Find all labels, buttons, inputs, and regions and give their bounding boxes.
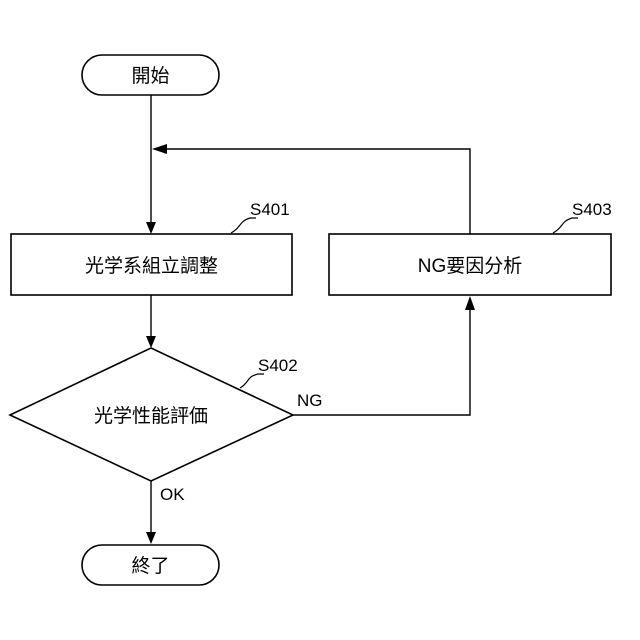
start-terminal: 開始 xyxy=(82,55,219,95)
end-terminal: 終了 xyxy=(82,545,219,585)
decision-optical-performance-label: 光学性能評価 xyxy=(94,405,208,427)
step-id-s401: S401 xyxy=(250,200,290,219)
process-assembly-adjustment-label: 光学系組立調整 xyxy=(85,255,218,277)
connector-analysis-loop-back xyxy=(160,149,470,234)
step-leader-s403 xyxy=(553,218,578,233)
branch-label-ok: OK xyxy=(160,485,185,504)
branch-label-ng: NG xyxy=(297,391,323,410)
arrowhead-loop-back xyxy=(152,144,167,154)
step-id-s403: S403 xyxy=(572,200,612,219)
arrowhead-into-process-1 xyxy=(146,222,156,234)
end-terminal-label: 終了 xyxy=(131,555,169,577)
step-id-s402: S402 xyxy=(258,356,298,375)
step-leader-s402 xyxy=(240,374,264,388)
arrowhead-into-analysis xyxy=(465,296,475,310)
process-ng-cause-analysis-label: NG要因分析 xyxy=(418,255,523,277)
step-leader-s401 xyxy=(231,218,256,233)
connectors xyxy=(146,95,475,544)
arrowhead-into-decision xyxy=(146,336,156,348)
decision-optical-performance: 光学性能評価 S402 xyxy=(10,348,298,481)
start-terminal-label: 開始 xyxy=(131,65,169,87)
arrowhead-into-end xyxy=(146,532,156,544)
